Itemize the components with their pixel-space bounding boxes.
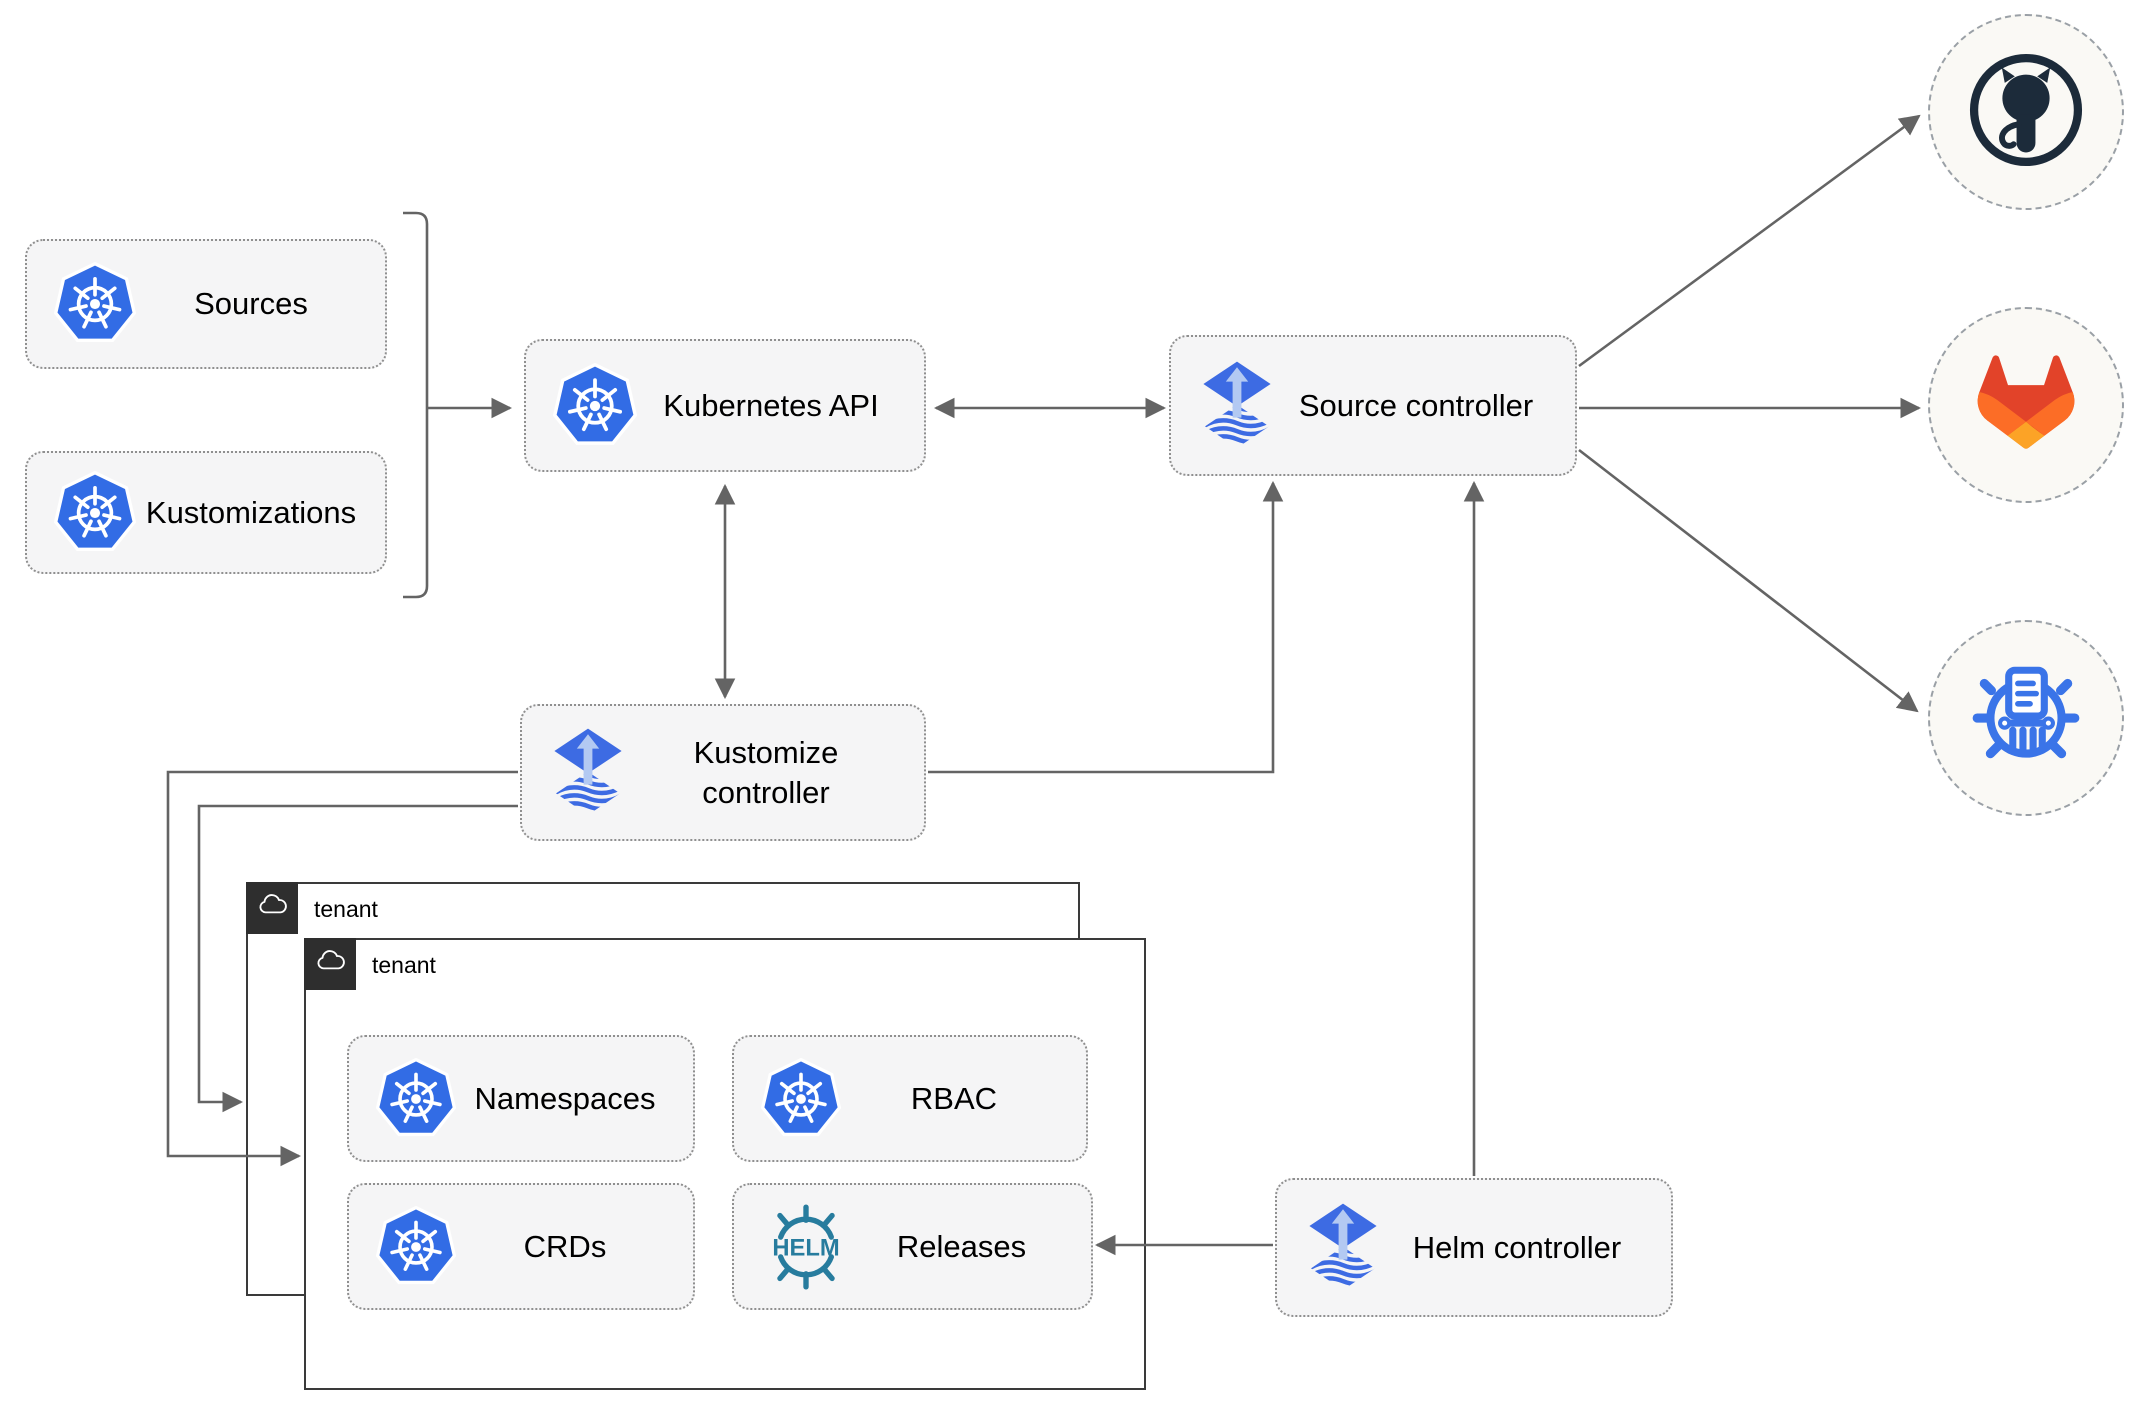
gitlab-icon <box>1958 349 2094 461</box>
cloud-icon <box>255 889 289 928</box>
kubernetes-icon <box>53 262 137 346</box>
helm-icon: HELM <box>760 1201 852 1293</box>
endpoint-gitlab <box>1928 307 2124 503</box>
endpoint-github <box>1928 14 2124 210</box>
flux-icon <box>548 727 628 819</box>
node-namespaces: Namespaces <box>347 1035 695 1162</box>
kubernetes-icon <box>375 1205 457 1288</box>
node-sources: Sources <box>25 239 387 369</box>
node-kustomize-controller: Kustomize controller <box>520 704 926 841</box>
node-source-controller: Source controller <box>1169 335 1577 476</box>
endpoint-chartmuseum <box>1928 620 2124 816</box>
kubernetes-icon <box>375 1057 457 1140</box>
node-kubernetes-api: Kubernetes API <box>524 339 926 472</box>
group-tenant-front: tenant Namespaces RBAC CRDs HELM Release… <box>304 938 1146 1390</box>
node-label: Kubernetes API <box>663 387 879 423</box>
chartmuseum-icon <box>1965 655 2087 782</box>
svg-text:HELM: HELM <box>772 1234 839 1261</box>
edge-kustomize-source <box>928 480 1284 774</box>
node-label: Releases <box>896 1228 1027 1264</box>
node-label: Sources <box>194 286 308 322</box>
node-label: Namespaces <box>474 1080 656 1116</box>
node-label: CRDs <box>523 1228 607 1264</box>
flux-icon <box>1197 360 1277 452</box>
node-label: Kustomizations <box>145 494 357 530</box>
edge-source-chartmuseum <box>1578 448 1919 713</box>
node-label: Helm controller <box>1412 1229 1622 1265</box>
flux-icon <box>1303 1202 1383 1294</box>
grouping-brace <box>403 211 429 599</box>
kubernetes-icon <box>53 470 137 555</box>
node-label: RBAC <box>910 1080 998 1116</box>
kubernetes-icon <box>552 362 638 449</box>
node-rbac: RBAC <box>732 1035 1088 1162</box>
node-helm-controller: Helm controller <box>1275 1178 1673 1317</box>
github-icon <box>1967 51 2085 174</box>
node-crds: CRDs <box>347 1183 695 1310</box>
cloud-icon <box>313 945 347 984</box>
node-releases: HELM Releases <box>732 1183 1093 1310</box>
node-label: Kustomize controller <box>693 734 839 810</box>
tenant-label: tenant <box>314 896 378 922</box>
node-label: Source controller <box>1298 387 1534 423</box>
tenant-label: tenant <box>372 952 436 978</box>
node-kustomizations: Kustomizations <box>25 451 387 574</box>
kubernetes-icon <box>760 1057 842 1140</box>
edge-source-github <box>1578 114 1921 368</box>
